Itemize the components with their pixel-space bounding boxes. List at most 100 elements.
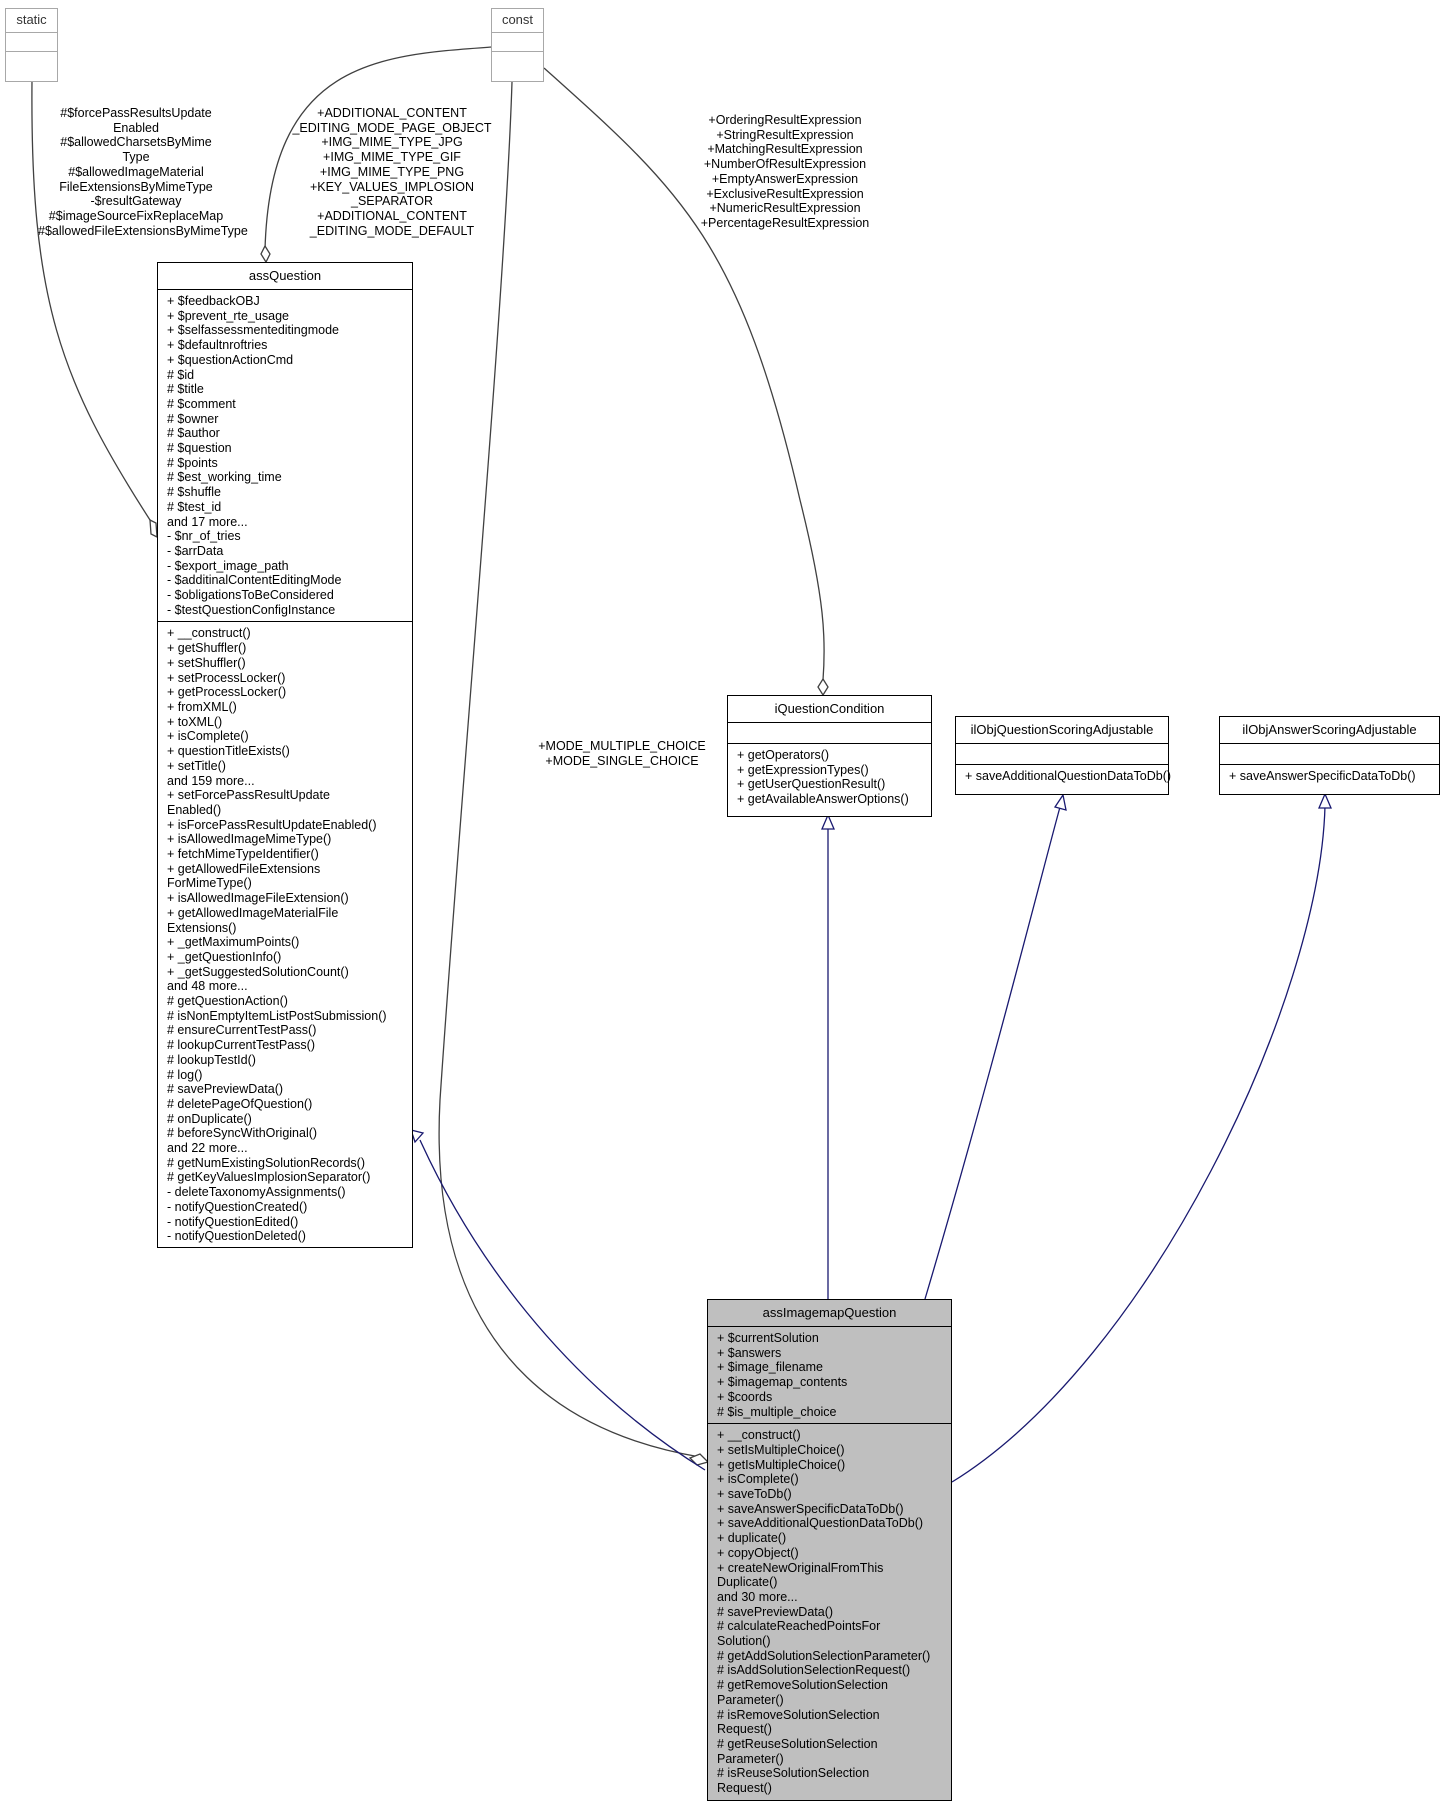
text-line: # getNumExistingSolutionRecords() <box>167 1155 366 1170</box>
class-assQuestion[interactable]: assQuestion + $feedbackOBJ+ $prevent_rte… <box>157 262 413 1248</box>
class-iQuestionCondition[interactable]: iQuestionCondition + getOperators()+ get… <box>727 695 932 817</box>
edge-label-const-assImagemapQuestion: +MODE_MULTIPLE_CHOICE+MODE_SINGLE_CHOICE <box>527 739 717 768</box>
text-line: + getProcessLocker() <box>167 685 287 700</box>
method-section: + saveAnswerSpecificDataToDb() <box>1220 764 1439 788</box>
text-line: # isNonEmptyItemListPostSubmission() <box>167 1008 387 1023</box>
attribute-section <box>1220 744 1439 764</box>
text-line: + $questionActionCmd <box>167 352 294 367</box>
text-line: # lookupCurrentTestPass() <box>167 1038 315 1053</box>
text-line: and 17 more... <box>167 514 248 529</box>
text-line: # isReuseSolutionSelection <box>717 1766 870 1781</box>
text-line: +StringResultExpression <box>716 127 854 142</box>
text-line: + _getSuggestedSolutionCount() <box>167 964 349 979</box>
text-line: + setForcePassResultUpdate <box>167 788 330 803</box>
text-line: + getOperators() <box>737 748 830 762</box>
text-line: + toXML() <box>167 714 223 729</box>
text-line: + $imagemap_contents <box>717 1375 848 1390</box>
edge-inherit-ilObjQuestionScoringAdjustable <box>924 806 1061 1300</box>
arrow-inherit-assQuestion <box>410 1129 425 1144</box>
text-line: - notifyQuestionCreated() <box>167 1199 308 1214</box>
text-line: + saveAnswerSpecificDataToDb() <box>717 1501 904 1516</box>
text-line: + getAllowedImageMaterialFile <box>167 905 339 920</box>
text-line: + saveAdditionalQuestionDataToDb() <box>717 1516 924 1531</box>
text-line: + createNewOriginalFromThis <box>717 1560 884 1575</box>
text-line: # $author <box>167 426 220 441</box>
text-line: # $is_multiple_choice <box>717 1404 837 1419</box>
text-line: + getAllowedFileExtensions <box>167 861 321 876</box>
text-line: _EDITING_MODE_DEFAULT <box>309 223 475 238</box>
diamond-assImagemapQuestion-const <box>688 1453 710 1466</box>
text-line: ForMimeType() <box>167 876 252 891</box>
text-line: +NumberOfResultExpression <box>703 157 867 172</box>
class-assImagemapQuestion[interactable]: assImagemapQuestion + $currentSolution+ … <box>707 1299 952 1801</box>
edge-const-assQuestion <box>264 46 493 251</box>
text-line: -$resultGateway <box>90 194 182 209</box>
attribute-section <box>6 33 57 51</box>
text-line: # getReuseSolutionSelection <box>717 1736 878 1751</box>
text-line: Extensions() <box>167 920 237 935</box>
text-line: + getShuffler() <box>167 641 247 656</box>
class-ilObjAnswerScoringAdjustable[interactable]: ilObjAnswerScoringAdjustable + saveAnswe… <box>1219 716 1440 795</box>
text-line: Duplicate() <box>717 1575 778 1590</box>
text-line: + setTitle() <box>167 758 226 773</box>
text-line: # calculateReachedPointsFor <box>717 1619 881 1634</box>
attribute-section: + $feedbackOBJ+ $prevent_rte_usage+ $sel… <box>158 290 412 621</box>
text-line: - notifyQuestionEdited() <box>167 1214 299 1229</box>
text-line: # savePreviewData() <box>717 1604 834 1619</box>
text-line: +ADDITIONAL_CONTENT <box>317 106 467 120</box>
text-line: +KEY_VALUES_IMPLOSION <box>309 179 475 194</box>
class-name: const <box>492 9 543 33</box>
edge-const-assImagemapQuestion <box>438 81 701 1458</box>
attribute-section <box>492 33 543 51</box>
text-line: + getUserQuestionResult() <box>737 777 886 792</box>
text-line: # getAddSolutionSelectionParameter() <box>717 1648 931 1663</box>
text-line: # beforeSyncWithOriginal() <box>167 1126 318 1141</box>
text-line: +ADDITIONAL_CONTENT <box>317 208 467 223</box>
text-line: - $testQuestionConfigInstance <box>167 602 336 617</box>
diamond-assQuestion-const <box>260 244 271 264</box>
text-line: +MODE_SINGLE_CHOICE <box>545 753 699 768</box>
method-section: + getOperators()+ getExpressionTypes()+ … <box>728 743 931 811</box>
arrow-inherit-ilObjAnswerScoringAdjustable <box>1318 792 1332 809</box>
attribute-section: + $currentSolution+ $answers+ $image_fil… <box>708 1327 951 1423</box>
text-line: + saveAdditionalQuestionDataToDb() <box>965 769 1172 783</box>
method-section <box>6 51 57 70</box>
text-line: + setShuffler() <box>167 655 246 670</box>
text-line: + getIsMultipleChoice() <box>717 1457 846 1472</box>
text-line: FileExtensionsByMimeType <box>59 179 213 194</box>
text-line: #$allowedFileExtensionsByMimeType <box>38 223 248 238</box>
class-name: assQuestion <box>158 263 412 290</box>
text-line: +OrderingResultExpression <box>708 113 862 127</box>
edge-static-assQuestion <box>31 79 151 521</box>
text-line: + fromXML() <box>167 699 237 714</box>
text-line: + isAllowedImageFileExtension() <box>167 891 349 906</box>
text-line: Enabled() <box>167 802 222 817</box>
attribute-section <box>728 723 931 743</box>
text-line: # deletePageOfQuestion() <box>167 1096 313 1111</box>
edge-inherit-assQuestion <box>419 1139 706 1471</box>
text-line: + isAllowedImageMimeType() <box>167 832 332 847</box>
text-line: Enabled <box>113 120 159 135</box>
text-line: and 22 more... <box>167 1141 248 1156</box>
text-line: #$forcePassResultsUpdate <box>60 106 212 120</box>
text-line: - deleteTaxonomyAssignments() <box>167 1185 346 1200</box>
text-line: + setProcessLocker() <box>167 670 286 685</box>
class-static[interactable]: static <box>5 8 58 82</box>
text-line: # $comment <box>167 396 236 411</box>
text-line: and 48 more... <box>167 979 248 994</box>
text-line: +IMG_MIME_TYPE_JPG <box>321 135 463 150</box>
text-line: + $feedbackOBJ <box>167 294 260 308</box>
text-line: + $currentSolution <box>717 1331 819 1345</box>
text-line: +IMG_MIME_TYPE_GIF <box>323 150 461 165</box>
text-line: # isRemoveSolutionSelection <box>717 1707 880 1722</box>
class-ilObjQuestionScoringAdjustable[interactable]: ilObjQuestionScoringAdjustable + saveAdd… <box>955 716 1172 795</box>
class-const[interactable]: const <box>491 8 544 82</box>
text-line: # $est_working_time <box>167 470 282 485</box>
text-line: and 159 more... <box>167 773 255 788</box>
class-name: static <box>6 9 57 33</box>
text-line: + _getMaximumPoints() <box>167 935 300 950</box>
class-name: iQuestionCondition <box>728 696 931 723</box>
text-line: + fetchMimeTypeIdentifier() <box>167 847 319 862</box>
text-line: # $title <box>167 382 204 397</box>
